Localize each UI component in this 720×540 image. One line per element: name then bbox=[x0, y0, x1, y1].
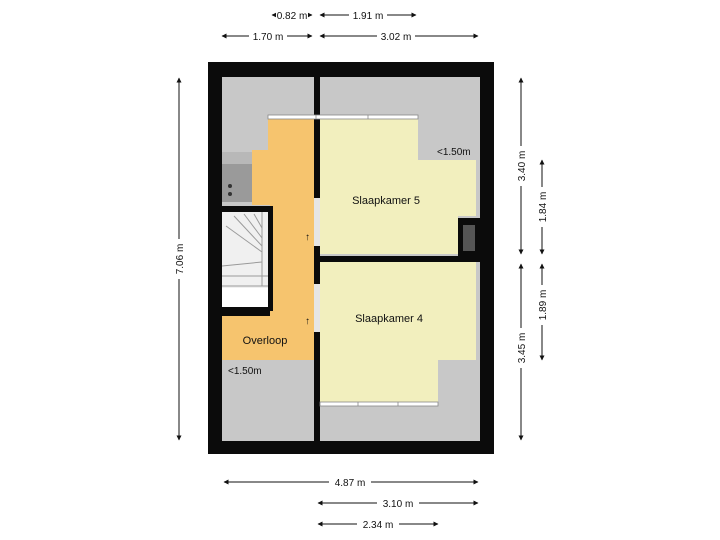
dim-label-top-b: 1.91 m bbox=[353, 11, 384, 22]
stair-arrow-marker-1: ↑ bbox=[305, 232, 310, 243]
headroom-label-top-right: <1.50m bbox=[437, 147, 471, 158]
dim-label-right-c: 1.84 m bbox=[538, 192, 549, 223]
stair-wall-right bbox=[268, 206, 273, 310]
room-label-bedroom4: Slaapkamer 4 bbox=[355, 313, 423, 325]
dim-label-right-a: 3.40 m bbox=[517, 151, 528, 182]
roof-window-bottom bbox=[319, 401, 439, 407]
stair-wall-bottom bbox=[222, 307, 273, 311]
room-label-landing: Overloop bbox=[243, 335, 288, 347]
roof-window-top bbox=[267, 114, 419, 120]
wall-bedrooms-divider bbox=[314, 256, 480, 262]
wall-left-sep-top bbox=[208, 204, 222, 210]
door-bedroom4 bbox=[314, 284, 320, 332]
door-bedroom5 bbox=[314, 198, 320, 246]
bedroom5-floor bbox=[320, 118, 476, 254]
staircase bbox=[221, 212, 270, 308]
stair-wall-top bbox=[222, 206, 272, 211]
appliance-knob-1 bbox=[228, 184, 232, 188]
appliance-top bbox=[222, 152, 252, 164]
dim-label-bottom-b: 3.10 m bbox=[383, 499, 414, 510]
slope-area-left-bottom bbox=[222, 360, 314, 441]
dim-label-top-d: 3.02 m bbox=[381, 32, 412, 43]
appliance-knob-2 bbox=[228, 192, 232, 196]
room-label-bedroom5: Slaapkamer 5 bbox=[352, 195, 420, 207]
dim-label-bottom-a: 4.87 m bbox=[335, 478, 366, 489]
landing-floor bbox=[222, 118, 314, 360]
dim-label-right-d: 1.89 m bbox=[538, 290, 549, 321]
dim-label-left-total: 7.06 m bbox=[175, 244, 186, 275]
headroom-label-bottom-left: <1.50m bbox=[228, 366, 262, 377]
dim-label-right-b: 3.45 m bbox=[517, 333, 528, 364]
bedroom4-floor bbox=[320, 262, 476, 404]
dim-label-top-a: 0.82 m bbox=[277, 11, 308, 22]
dim-label-top-c: 1.70 m bbox=[253, 32, 284, 43]
chimney-inner bbox=[463, 225, 475, 251]
stair-arrow-marker-2: ↑ bbox=[305, 316, 310, 327]
dim-label-bottom-c: 2.34 m bbox=[363, 520, 394, 531]
